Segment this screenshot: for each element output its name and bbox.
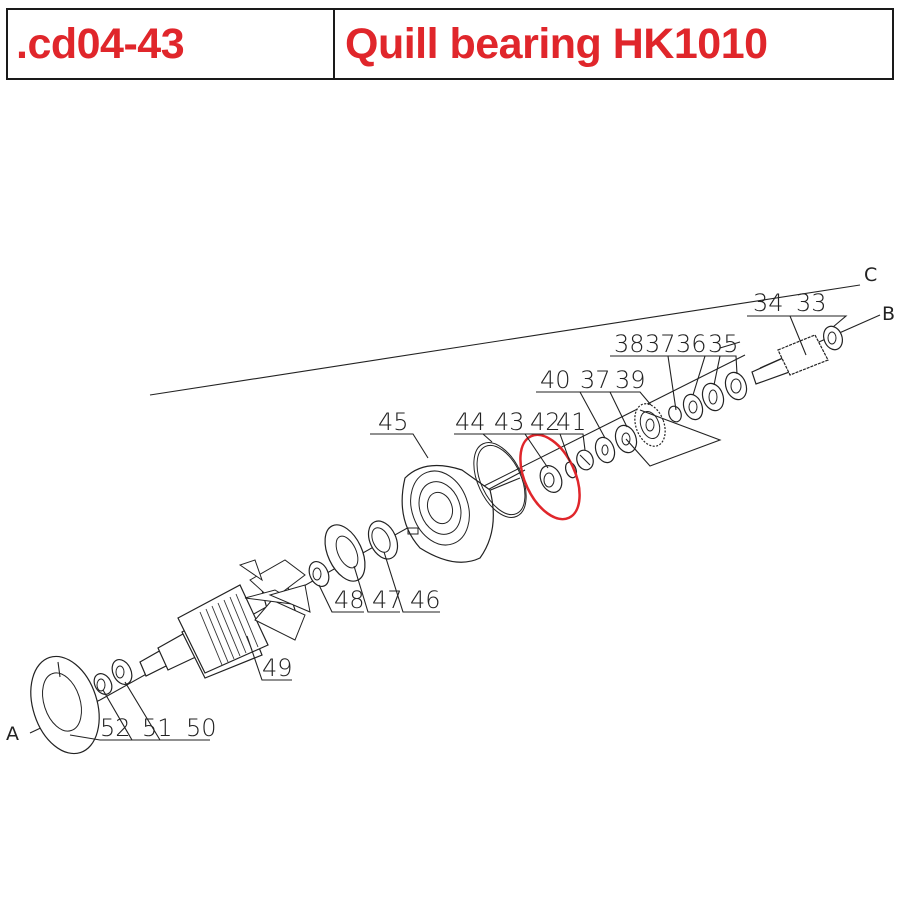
callout-45: 45 — [378, 408, 409, 436]
axis-label-a: A — [6, 723, 19, 745]
part-44-oring — [473, 442, 527, 518]
part-39-gear — [634, 403, 666, 447]
part-49-armature — [139, 559, 311, 679]
callout-33: 33 — [796, 289, 827, 317]
callout-37a: 37 — [645, 330, 676, 358]
callout-50: 50 — [186, 714, 217, 742]
callout-43: 43 — [494, 408, 525, 436]
part-43-quill-bearing — [539, 465, 563, 493]
part-50-washer — [111, 659, 133, 685]
axis-label-b: B — [882, 303, 895, 325]
callout-34: 34 — [753, 289, 784, 317]
callout-41: 41 — [556, 408, 587, 436]
callout-40: 40 — [540, 366, 571, 394]
part-34-spindle — [751, 334, 829, 385]
callout-47: 47 — [372, 586, 403, 614]
callout-44: 44 — [455, 408, 486, 436]
leader-lines — [69, 315, 848, 741]
part-35-washer — [724, 371, 748, 401]
callout-35: 35 — [708, 330, 739, 358]
part-38-bushing — [668, 405, 682, 423]
callout-46: 46 — [410, 586, 441, 614]
callout-49: 49 — [262, 654, 293, 682]
part-45-housing — [401, 464, 494, 563]
callout-48: 48 — [334, 586, 365, 614]
axis-label-c: C — [864, 264, 877, 286]
part-36-washer — [701, 382, 725, 412]
callout-36: 36 — [676, 330, 707, 358]
part-48-bearing — [308, 561, 330, 587]
callout-38: 38 — [614, 330, 645, 358]
part-52-plate — [30, 655, 100, 755]
part-code: .cd04-43 — [8, 10, 335, 78]
part-41-nut — [576, 449, 594, 471]
callout-37b: 37 — [580, 366, 611, 394]
part-46-ring — [367, 520, 399, 560]
part-33-bearing — [822, 325, 844, 351]
callout-42: 42 — [530, 408, 561, 436]
part-51-bearing — [93, 673, 113, 695]
part-40-washer — [594, 436, 616, 464]
callout-51: 51 — [142, 714, 173, 742]
callout-52: 52 — [100, 714, 131, 742]
highlight-circle — [519, 433, 581, 521]
part-37-washer-b — [682, 393, 704, 421]
part-title: Quill bearing HK1010 — [345, 19, 768, 68]
callout-39: 39 — [615, 366, 646, 394]
part-header: .cd04-43 Quill bearing HK1010 — [6, 8, 894, 80]
